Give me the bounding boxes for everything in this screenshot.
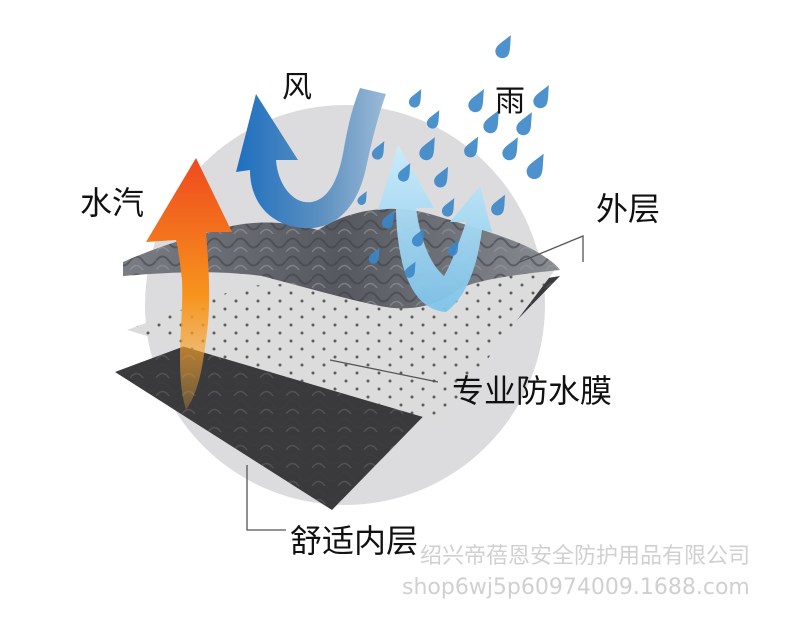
raindrop-icon [441, 198, 455, 217]
label-vapor: 水汽 [80, 184, 145, 222]
raindrop-icon [411, 228, 425, 247]
raindrop-icon [483, 110, 499, 134]
wind-arrow-icon [236, 88, 386, 229]
raindrop-icon [404, 261, 416, 278]
leader-outer [519, 235, 584, 263]
raindrop-icon [502, 137, 518, 161]
raindrops [357, 35, 549, 278]
leader-membrane [329, 359, 439, 383]
raindrop-icon [357, 191, 367, 205]
label-wind: 风 [282, 70, 312, 105]
raindrop-icon [434, 166, 449, 188]
raindrop-icon [526, 153, 544, 180]
raindrop-icon [491, 194, 506, 216]
raindrop-icon [516, 112, 532, 136]
raindrop-icon [368, 247, 380, 264]
label-membrane: 专业防水膜 [452, 372, 613, 410]
leader-lines [246, 235, 584, 531]
label-inner-layer: 舒适内层 [290, 522, 419, 560]
vapor-arrow-icon [146, 158, 232, 410]
raindrop-icon [408, 89, 422, 108]
watermark-company: 绍兴帝蓓恩安全防护用品有限公司 [420, 544, 751, 569]
label-rain: 雨 [495, 84, 525, 119]
raindrop-icon [533, 85, 549, 109]
leader-inner [246, 465, 286, 531]
raindrop-icon [397, 163, 411, 182]
watermark-url: shop6wj5p60974009.1688.com [402, 575, 750, 600]
label-outer-layer: 外层 [596, 190, 661, 228]
raindrop-icon [464, 136, 479, 158]
raindrop-icon [371, 141, 385, 160]
raindrop-icon [447, 239, 459, 256]
raindrop-icon [426, 110, 440, 129]
raindrop-icon [495, 35, 511, 59]
raindrop-icon [419, 137, 435, 161]
raindrop-icon [468, 89, 484, 113]
raindrop-icon [381, 210, 395, 229]
